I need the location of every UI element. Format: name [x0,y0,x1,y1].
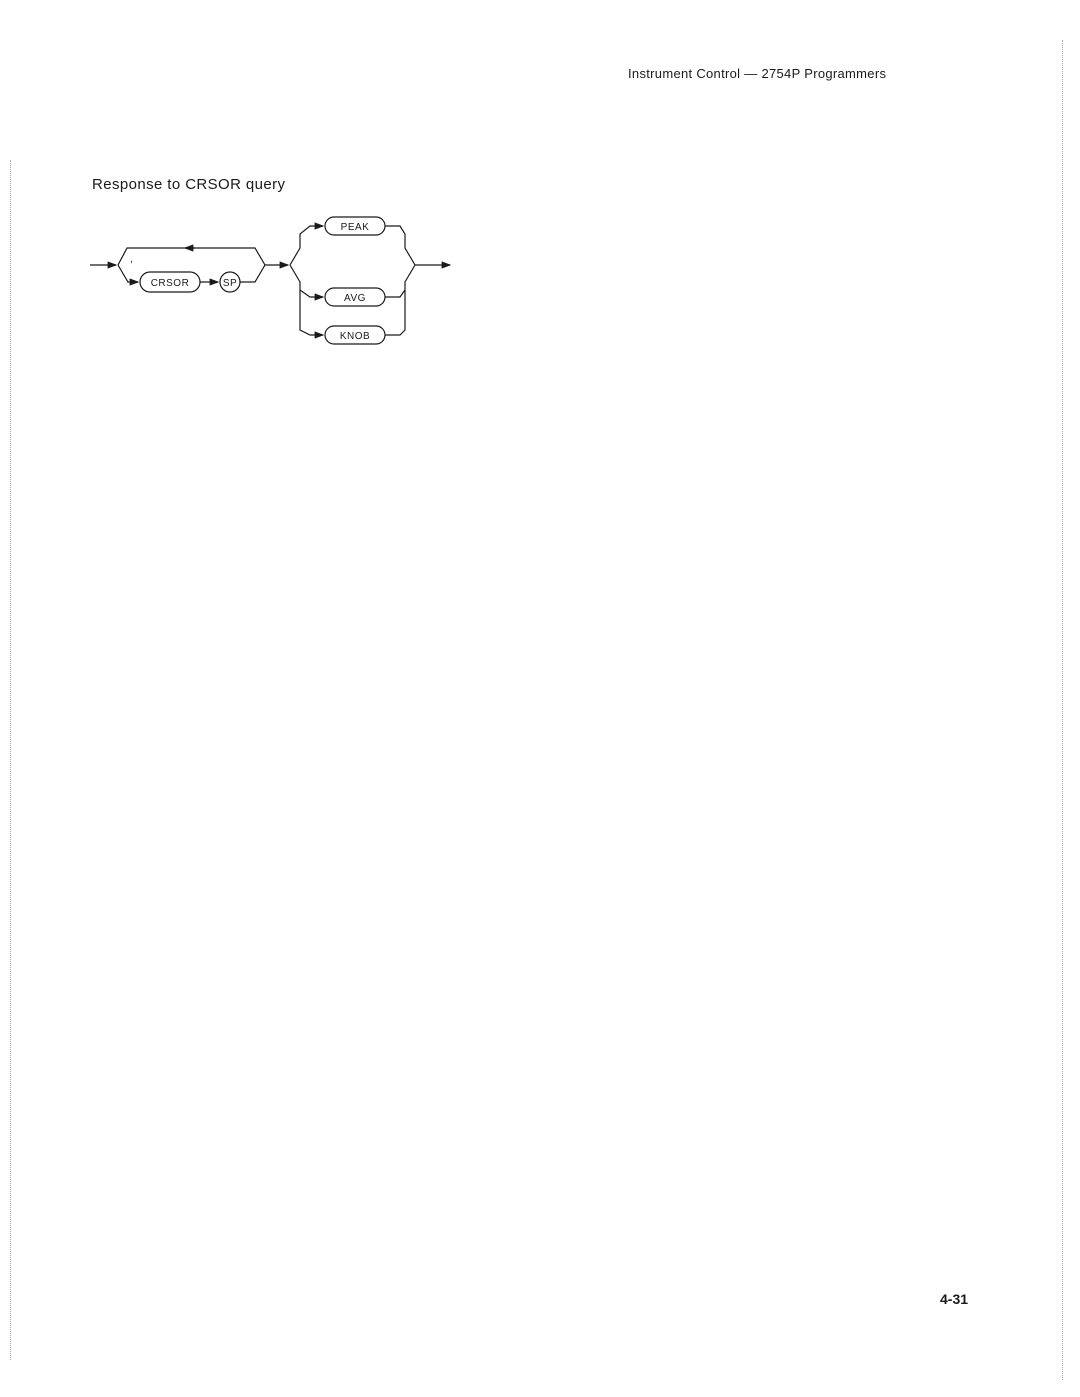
crsor-label: CRSOR [151,278,190,289]
separator-loop [117,247,266,266]
running-header: Instrument Control — 2754P Programmers [628,66,887,81]
left-scan-edge [10,160,11,1360]
syntax-diagram: , CRSOR SP PEAK AVG KNOB [90,216,452,345]
page-number: 4-31 [940,1291,969,1307]
right-tab-edge [1062,40,1063,1380]
avg-label: AVG [344,293,366,304]
knob-label: KNOB [340,331,370,342]
separator-label: , [130,254,133,265]
section-title: Response to CRSOR query [92,176,286,193]
peak-label: PEAK [341,222,370,233]
sp-label: SP [223,278,237,289]
